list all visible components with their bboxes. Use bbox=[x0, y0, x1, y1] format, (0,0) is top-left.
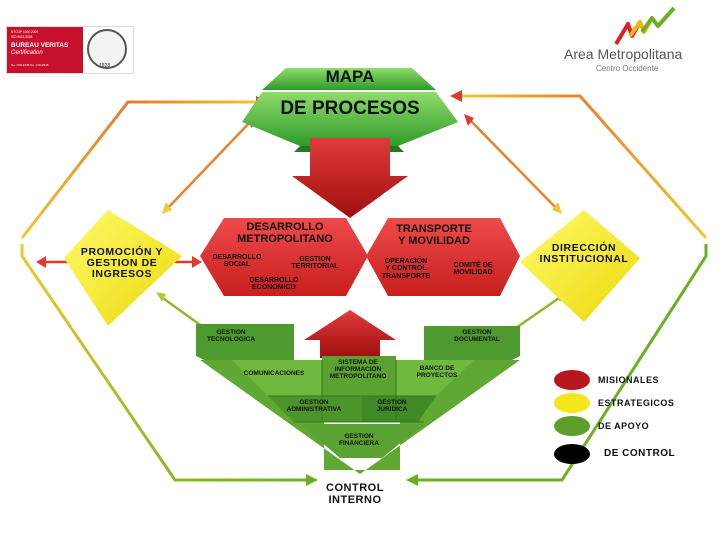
cert-line-2: ISO 9001:2008 bbox=[11, 35, 32, 39]
control-interno-label: CONTROL INTERNO bbox=[310, 483, 400, 506]
cert-line-1: NTCGP 1000:2009 bbox=[11, 30, 38, 34]
brand-name: Area Metropolitana bbox=[564, 46, 682, 62]
title-de-procesos: DE PROCESOS bbox=[262, 99, 438, 119]
support-item-comunicaciones: COMUNICACIONES bbox=[234, 371, 314, 378]
support-item-tecnologica: GESTION TECNOLOGICA bbox=[196, 330, 266, 344]
legend-label-control: DE CONTROL bbox=[604, 448, 675, 459]
strategic-left-label: PROMOCIÓN Y GESTION DE INGRESOS bbox=[66, 247, 178, 280]
legend-label-apoyo: DE APOYO bbox=[598, 421, 649, 431]
outer-line-left-upper bbox=[22, 102, 262, 238]
missional-left-item-territorial: GESTION TERRITORIAL bbox=[280, 256, 350, 271]
support-item-financiera: GESTION FINANCIERA bbox=[326, 434, 392, 448]
brand-subtitle: Centro Occidente bbox=[596, 64, 658, 73]
missional-right-item-comite: COMITÉ DE MOVILIDAD bbox=[440, 262, 506, 277]
title-mapa: MAPA bbox=[300, 68, 400, 86]
missional-left-title: DESARROLLO METROPOLITANO bbox=[222, 222, 348, 245]
legend-swatch-estrategicos bbox=[554, 393, 590, 413]
certification-badge-red-panel: NTCGP 1000:2009 ISO 9001:2008 BUREAU VER… bbox=[7, 27, 83, 73]
support-item-sistema-informacion: SISTEMA DE INFORMACION METROPOLITANO bbox=[318, 360, 398, 380]
support-item-banco-proyectos: BANCO DE PROYECTOS bbox=[402, 366, 472, 380]
brand-logo-icon bbox=[616, 8, 674, 44]
legend-swatches bbox=[554, 370, 590, 464]
legend-swatch-control bbox=[554, 444, 590, 464]
missional-left-item-social: DESARROLLO SOCIAL bbox=[206, 254, 268, 269]
missional-left-item-economico: DESARROLLO ECONOMICO bbox=[236, 277, 312, 292]
cert-seal-year: 1828 bbox=[99, 63, 110, 69]
support-item-documental: GESTION DOCUMENTAL bbox=[444, 330, 510, 344]
missional-right-title: TRANSPORTE Y MOVILIDAD bbox=[378, 224, 490, 247]
cert-company-name: BUREAU VERITAS bbox=[11, 42, 68, 49]
arrowhead-bottom-right bbox=[406, 474, 418, 486]
support-item-juridica: GESTION JURIDICA bbox=[362, 400, 422, 414]
up-arrow bbox=[304, 310, 396, 358]
strategic-right-shape bbox=[520, 210, 640, 322]
legend-label-misionales: MISIONALES bbox=[598, 375, 659, 385]
missional-right-item-operacion: OPERACIÓN Y CONTROL TRANSPORTE bbox=[372, 258, 440, 280]
legend-label-estrategicos: ESTRATEGICOS bbox=[598, 398, 674, 408]
strategic-right-label: DIRECCIÓN INSTITUCIONAL bbox=[528, 243, 640, 265]
support-item-administrativa: GESTION ADMINISTRATIVA bbox=[276, 400, 352, 414]
inner-line-top-right bbox=[468, 118, 558, 210]
legend-swatch-misionales bbox=[554, 370, 590, 390]
legend-swatch-apoyo bbox=[554, 416, 590, 436]
arrowhead-outer-right bbox=[450, 90, 462, 102]
inner-line-top-left bbox=[166, 120, 252, 210]
cert-footer: No. CO12345 No. CO12346 bbox=[11, 63, 49, 67]
cert-subtitle: Certification bbox=[11, 50, 43, 56]
certification-badge: NTCGP 1000:2009 ISO 9001:2008 BUREAU VER… bbox=[6, 26, 134, 74]
